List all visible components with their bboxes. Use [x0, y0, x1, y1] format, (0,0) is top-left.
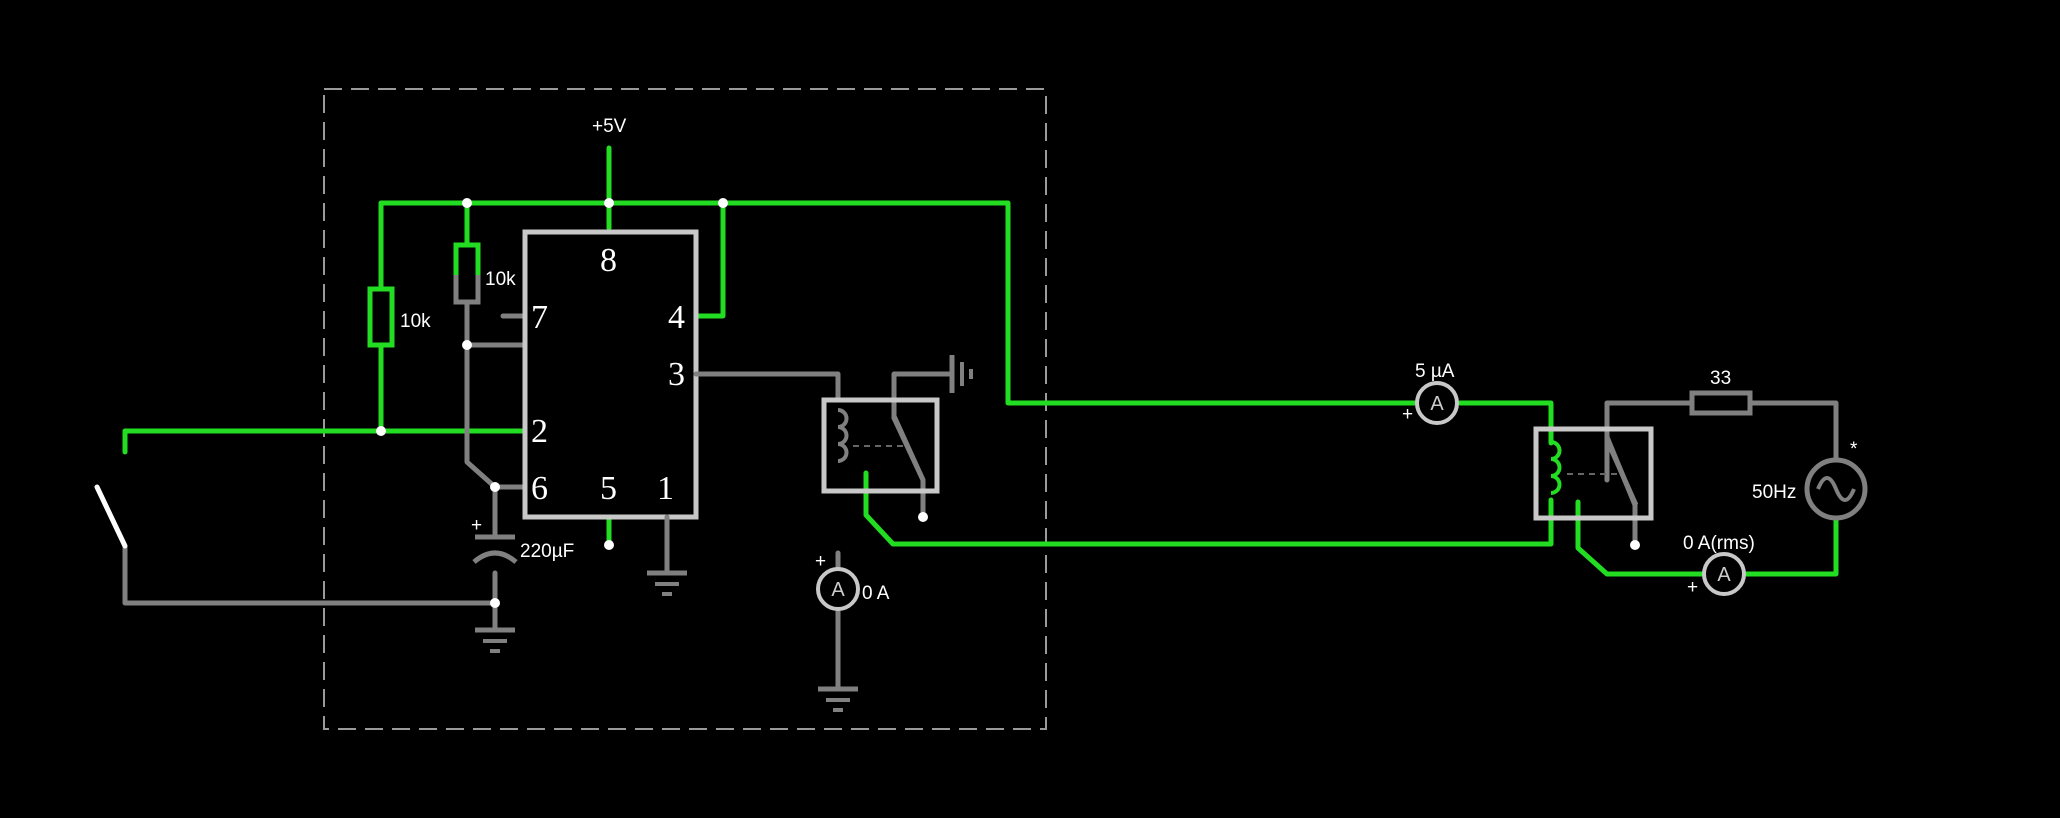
resistor-r1-label: 10k — [400, 311, 431, 332]
ammeter-icon[interactable]: A — [1415, 381, 1459, 425]
capacitor-220uf[interactable] — [472, 534, 518, 564]
pin-2-label: 2 — [531, 413, 548, 450]
junction-dots — [376, 198, 1640, 608]
pin-3-label: 3 — [668, 356, 685, 393]
resistor-r3-label: 33 — [1710, 368, 1731, 389]
ammeter1-reading: 0 A — [862, 583, 890, 604]
spst-switch-icon[interactable] — [94, 484, 128, 549]
capacitor-label: 220µF — [520, 541, 574, 562]
ammeter-icon[interactable]: A — [1702, 552, 1746, 596]
ammeter3-symbol: A — [1717, 564, 1731, 586]
ground-icon — [475, 627, 515, 653]
resistor-r2-label: 10k — [485, 269, 516, 290]
resistor-r1[interactable] — [367, 286, 395, 348]
ground-icon — [818, 686, 858, 712]
ammeter3-reading: 0 A(rms) — [1683, 533, 1755, 554]
pin-4-label: 4 — [668, 299, 685, 336]
pin-8-label: 8 — [600, 242, 617, 279]
ammeter-icon[interactable]: A — [816, 567, 860, 611]
relay-icon[interactable] — [821, 397, 940, 494]
active-wires — [122, 145, 1839, 577]
ac-source-frequency: 50Hz — [1752, 482, 1796, 503]
ammeter2-symbol: A — [1430, 393, 1444, 415]
ammeter2-plus-label: + — [1402, 404, 1413, 425]
ammeter1-symbol: A — [831, 579, 845, 601]
pin-5-label: 5 — [600, 470, 617, 507]
ground-icon — [647, 514, 687, 596]
resistor-r3[interactable] — [1689, 390, 1753, 416]
supply-label: +5V — [592, 116, 627, 137]
ammeter2-reading: 5 µA — [1415, 361, 1455, 382]
ammeter3-plus-label: + — [1687, 577, 1698, 598]
resistor-r2[interactable] — [453, 242, 481, 305]
relay-icon[interactable] — [1533, 426, 1654, 521]
ammeter1-plus-label: + — [815, 551, 826, 572]
pin-1-label: 1 — [657, 470, 674, 507]
ac-source-marker: * — [1850, 439, 1858, 460]
ac-source-icon[interactable] — [1804, 457, 1868, 521]
pin-7-label: 7 — [531, 299, 548, 336]
capacitor-plus-label: + — [471, 515, 482, 536]
subcircuit-boundary — [323, 88, 1047, 730]
ground-icon — [949, 355, 973, 393]
pin-6-label: 6 — [531, 470, 548, 507]
